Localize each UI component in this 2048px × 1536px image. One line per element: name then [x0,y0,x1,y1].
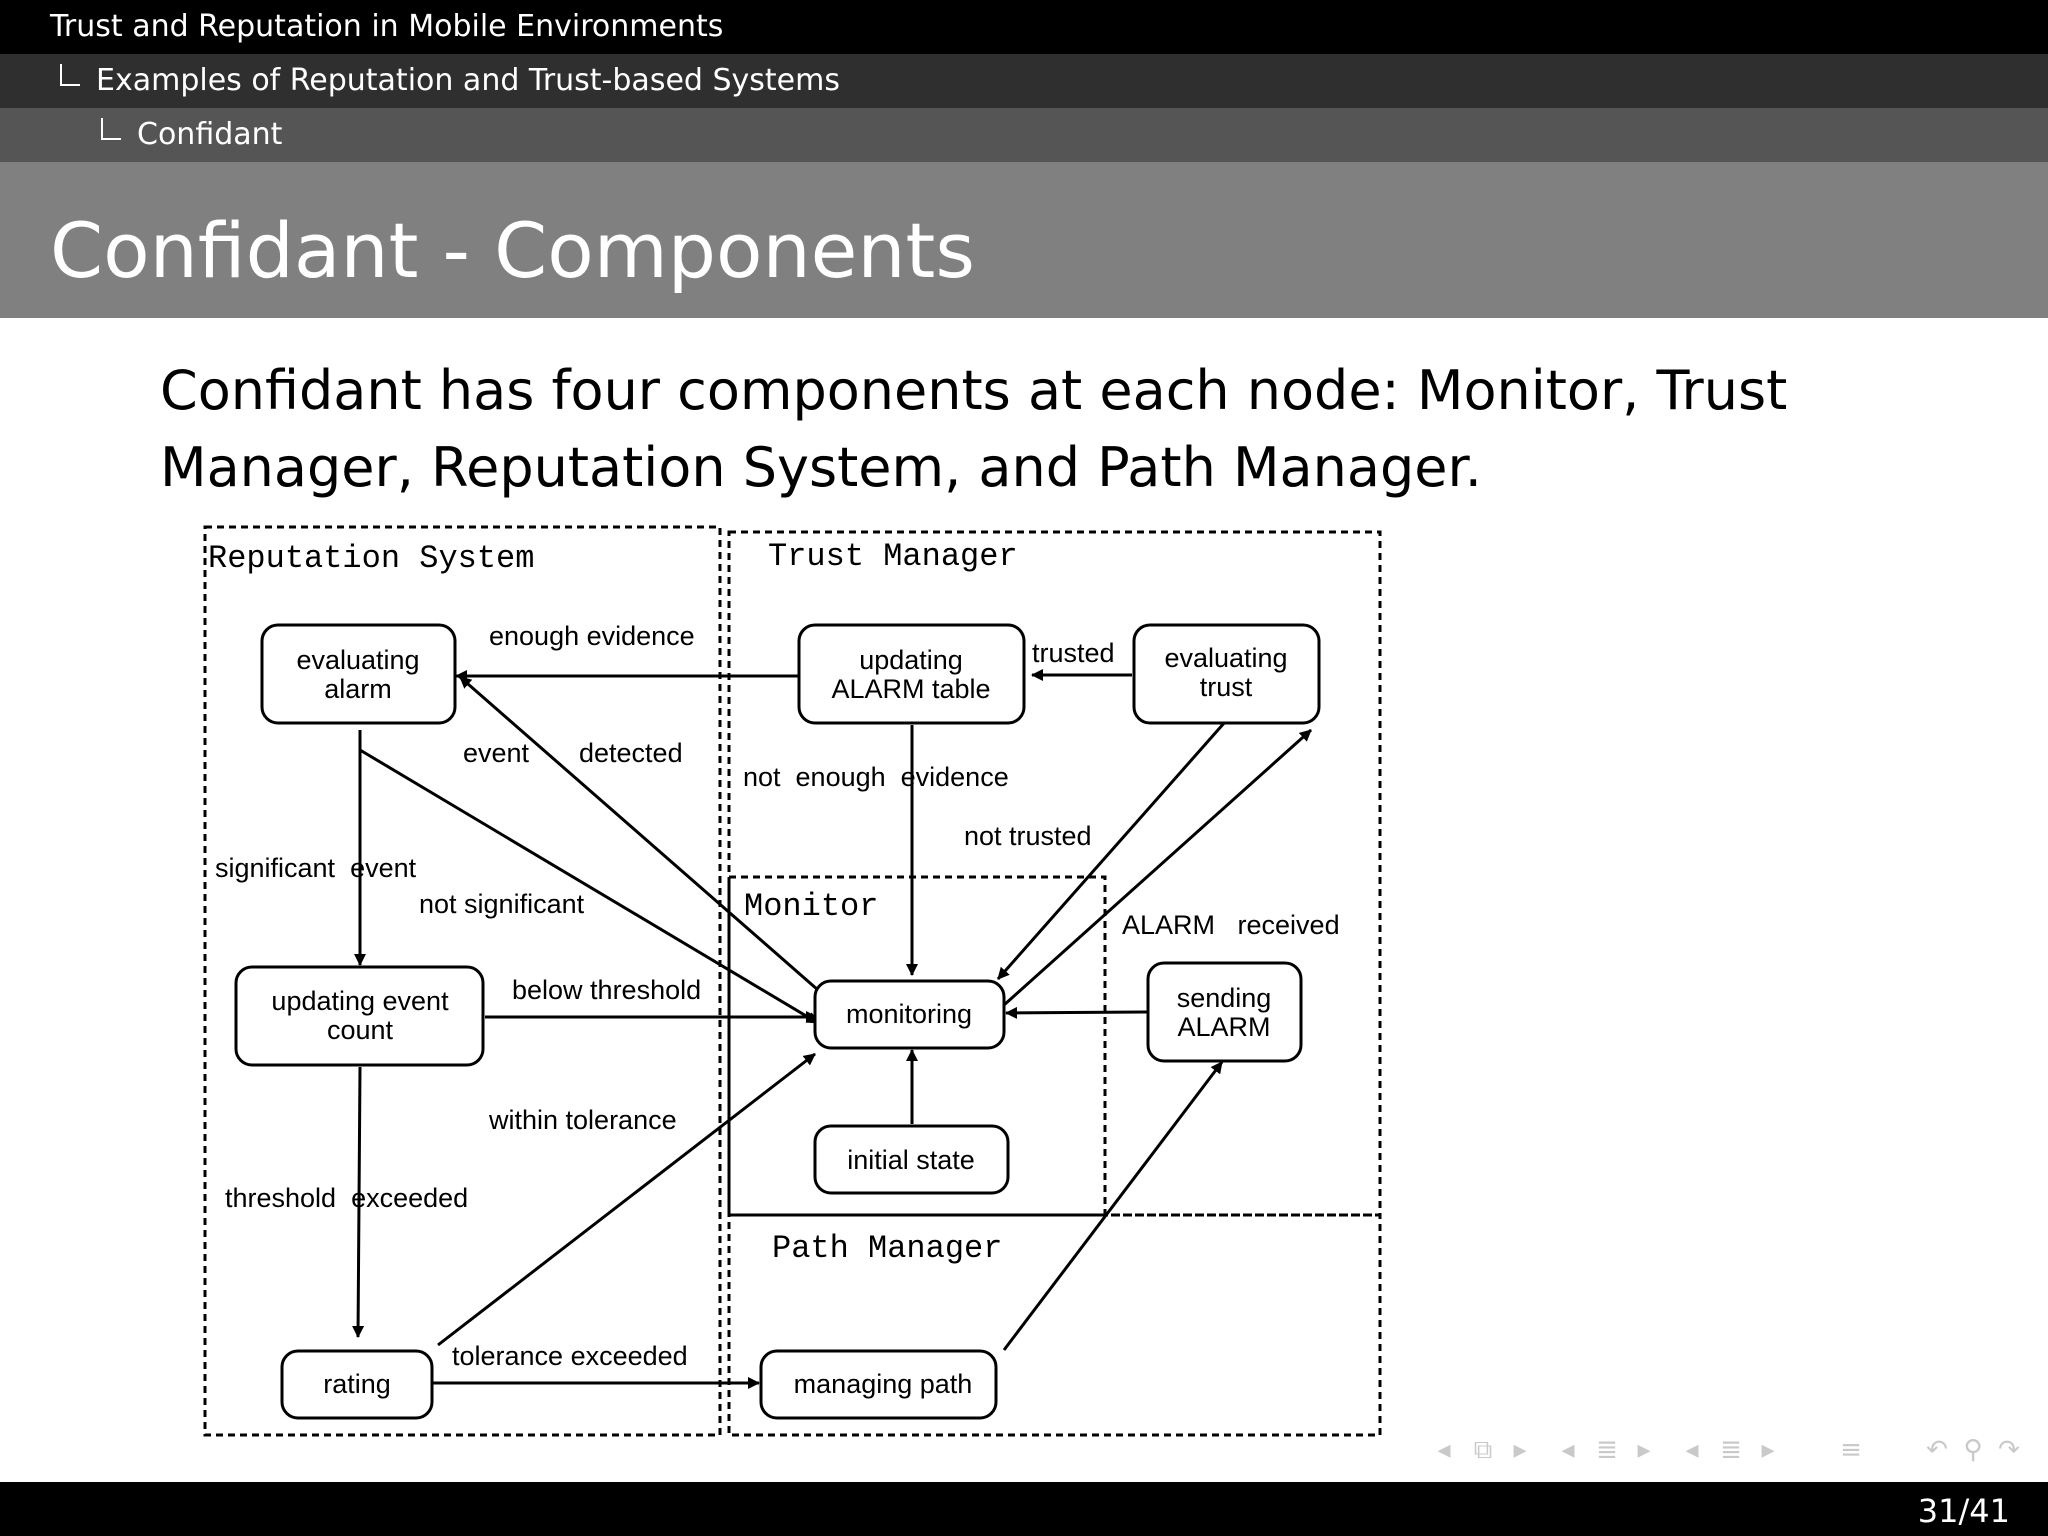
node-rating [280,1349,434,1420]
edge-label-event: event [463,738,530,768]
reputation-system-label: Reputation System [208,540,534,577]
nav-left-arrow-icon[interactable]: ◂ [1561,1435,1575,1465]
nav-right-arrow-icon[interactable]: ▸ [1761,1435,1775,1465]
tree-corner-icon [101,118,121,140]
trust-manager-label: Trust Manager [768,538,1018,575]
header-subsubsection-title[interactable]: Confidant [137,117,283,152]
nav-right-arrow-icon[interactable]: ▸ [1637,1435,1651,1465]
nav-right-arrow-icon[interactable]: ▸ [1513,1435,1527,1465]
node-text: ALARM table [831,674,990,704]
node-text: ALARM [1177,1012,1270,1042]
path-manager-label: Path Manager [772,1230,1002,1267]
node-text: initial state [847,1145,975,1175]
slide-body-text: Confidant has four components at each no… [160,359,1788,499]
node-managing-path [759,1349,998,1420]
subsection-icon[interactable]: ≣ [1596,1435,1618,1465]
header-subsubsection-bar: Confidant [0,108,2048,162]
node-text: trust [1200,672,1253,702]
node-evaluating-alarm [260,623,457,725]
edge-label-not-significant: not significant [419,889,585,919]
confidant-components-diagram: Reputation System Trust Manager Monitor … [203,525,1382,1437]
header-section-bar: Trust and Reputation in Mobile Environme… [0,0,2048,54]
edge-label-trusted: trusted [1032,638,1115,668]
edge-label-tolerance-exceeded: tolerance exceeded [452,1341,688,1371]
page-number: 31/41 [1917,1492,2010,1530]
search-icon[interactable]: ⚲ [1963,1435,1983,1465]
node-monitoring [813,979,1006,1050]
edge-label-enough-evidence: enough evidence [489,621,695,651]
align-icon[interactable]: ≡ [1840,1435,1862,1465]
node-text: evaluating [296,645,419,675]
node-text: managing path [794,1369,973,1399]
edge-label-threshold-exceeded: threshold exceeded [225,1183,468,1213]
header-subsection-bar: Examples of Reputation and Trust-based S… [0,54,2048,108]
nav-left-arrow-icon[interactable]: ◂ [1437,1435,1451,1465]
tree-corner-icon [60,64,80,86]
node-text: monitoring [846,999,972,1029]
node-text: evaluating [1164,643,1287,673]
header-section-title[interactable]: Trust and Reputation in Mobile Environme… [50,9,724,44]
edge-label-not-enough-evidence: not enough evidence [743,762,1009,792]
header-subsection-title[interactable]: Examples of Reputation and Trust-based S… [96,63,840,98]
nav-left-arrow-icon[interactable]: ◂ [1685,1435,1699,1465]
node-sending-alarm [1146,961,1303,1063]
reputation-system-region [203,525,722,1437]
edge-label-not-trusted: not trusted [964,821,1092,851]
node-evaluating-trust [1132,623,1321,725]
node-initial-state [813,1124,1010,1195]
node-updating-event-count [234,965,485,1067]
path-manager-region [727,1213,1382,1437]
edge-label-below-threshold: below threshold [512,975,701,1005]
monitor-region [727,875,1107,1217]
slide-title-bar: Confidant - Components [0,162,2048,318]
redo-icon[interactable]: ↷ [1998,1435,2020,1465]
section-icon[interactable]: ≣ [1720,1435,1742,1465]
node-text: updating [859,645,963,675]
slide-title: Confidant - Components [50,206,975,295]
undo-icon[interactable]: ↶ [1926,1435,1948,1465]
node-text: count [327,1015,394,1045]
node-text: updating event [271,986,449,1016]
node-text: alarm [324,674,392,704]
node-updating-alarm-table [797,623,1026,725]
node-text: rating [323,1369,391,1399]
frame-icon[interactable]: ⧉ [1473,1434,1493,1465]
edge-label-detected: detected [579,738,683,768]
edge-label-significant-event: significant event [215,853,417,883]
footer-bar: 31/41 [0,1482,2048,1536]
edge-label-within-tolerance: within tolerance [488,1105,677,1135]
monitor-label: Monitor [744,888,878,925]
edge-label-alarm-received: ALARM received [1122,910,1340,940]
node-text: sending [1177,983,1272,1013]
